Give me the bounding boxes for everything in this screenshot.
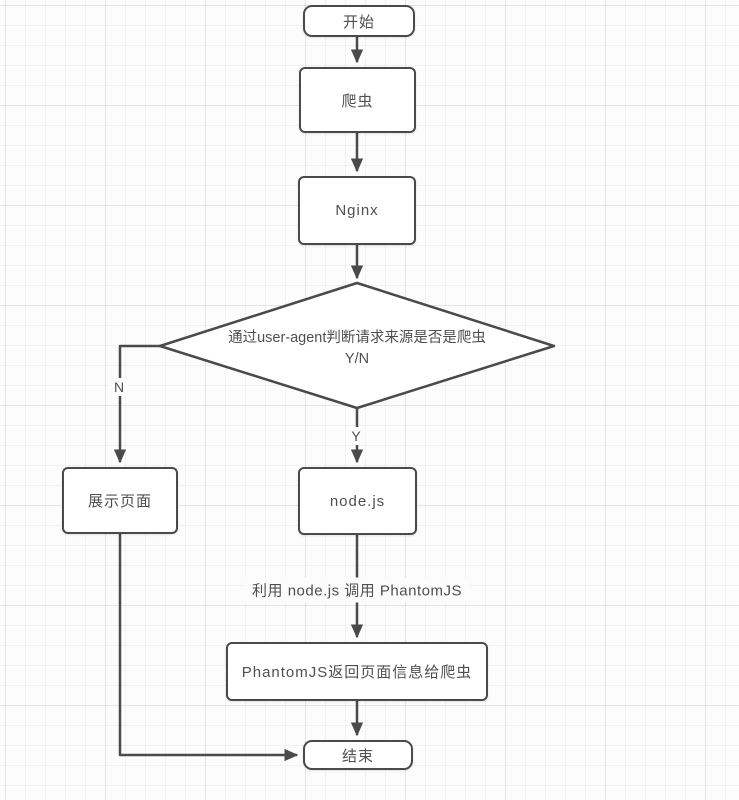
phantomjs-return-node-label: PhantomJS返回页面信息给爬虫 (241, 664, 473, 681)
end-node-label: 结束 (341, 747, 374, 765)
phantomjs-return-node: PhantomJS返回页面信息给爬虫 (226, 642, 488, 701)
nginx-node-label: Nginx (335, 202, 379, 219)
connector-decision-no-to-display (113, 344, 160, 464)
crawler-node: 爬虫 (299, 67, 416, 133)
nodejs-node-label: node.js (329, 492, 386, 510)
nginx-node: Nginx (298, 176, 416, 245)
end-node: 结束 (303, 740, 413, 770)
display-page-node-label: 展示页面 (87, 493, 152, 510)
nodejs-node: node.js (298, 467, 417, 535)
decision-diamond (158, 281, 556, 410)
crawler-node-label: 爬虫 (341, 92, 374, 110)
display-page-node: 展示页面 (62, 467, 178, 534)
edge-label-call-phantomjs: 利用 node.js 调用 PhantomJS (244, 577, 470, 603)
edge-label-no: N (108, 378, 130, 396)
start-node: 开始 (303, 5, 415, 37)
edge-label-yes: Y (346, 427, 366, 445)
start-node-label: 开始 (342, 13, 375, 31)
connector-display-to-end (118, 534, 299, 762)
